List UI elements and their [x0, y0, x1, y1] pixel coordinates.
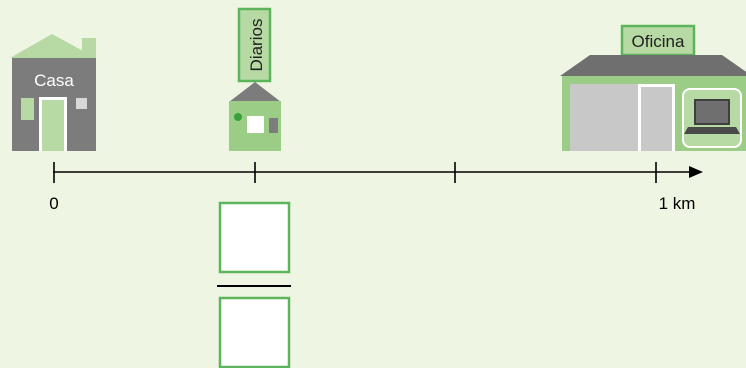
- axis-arrow-head: [689, 166, 703, 178]
- office-label: Oficina: [632, 32, 685, 51]
- home-building: Casa: [10, 34, 96, 151]
- fraction-answer: [217, 201, 291, 368]
- home-label: Casa: [34, 71, 74, 90]
- home-door-panel: [42, 100, 64, 151]
- axis-start-label: 0: [49, 194, 58, 213]
- home-small-window: [76, 98, 87, 109]
- home-window: [21, 98, 34, 120]
- kiosk-roof: [229, 82, 281, 102]
- denominator-box[interactable]: [218, 296, 291, 368]
- laptop-icon: [694, 99, 730, 125]
- office-building: Oficina: [560, 24, 746, 151]
- kiosk-window: [247, 116, 264, 133]
- numerator-box[interactable]: [218, 201, 291, 274]
- kiosk-dot: [234, 113, 242, 121]
- kiosk-building: Diarios: [229, 7, 281, 151]
- kiosk-sign: [237, 7, 272, 83]
- axis-end-label: 1 km: [659, 194, 696, 213]
- office-garage: [570, 84, 638, 151]
- kiosk-label: Diarios: [247, 19, 266, 72]
- number-line: 0 1 km: [49, 162, 703, 213]
- office-roof: [560, 55, 746, 76]
- home-roof: [10, 34, 96, 58]
- kiosk-side-panel: [269, 118, 278, 133]
- office-door-panel: [641, 87, 672, 151]
- laptop-base: [684, 127, 740, 134]
